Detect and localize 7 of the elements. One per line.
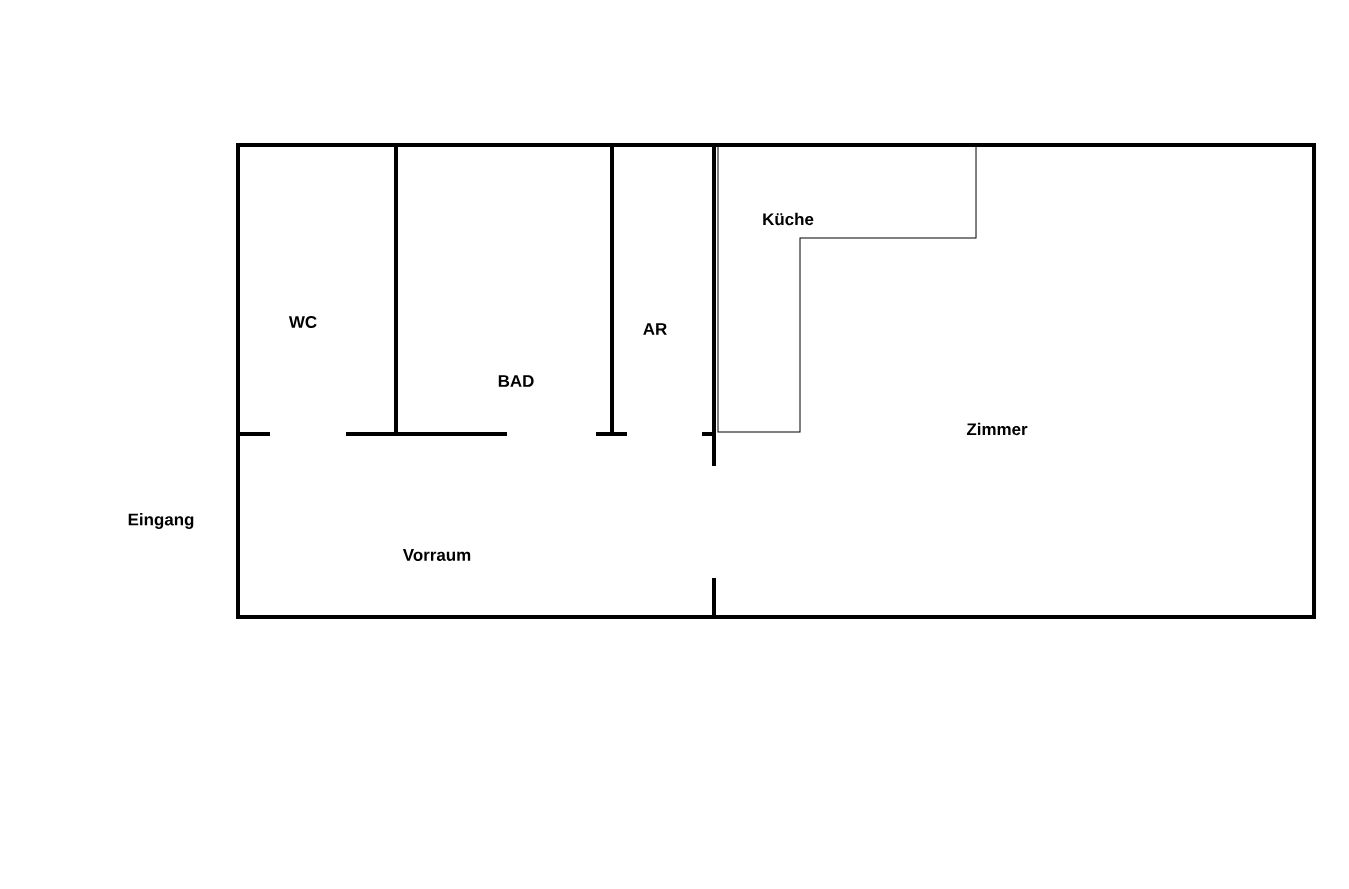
room-label: Vorraum [402,549,471,561]
room-label: Küche [763,212,814,226]
room-label: WC [288,316,317,328]
room-label: BAD [498,375,534,387]
entrance-label: Eingang [128,513,194,529]
room-label: Zimmer [966,422,1028,436]
room-label: AR [643,323,667,335]
